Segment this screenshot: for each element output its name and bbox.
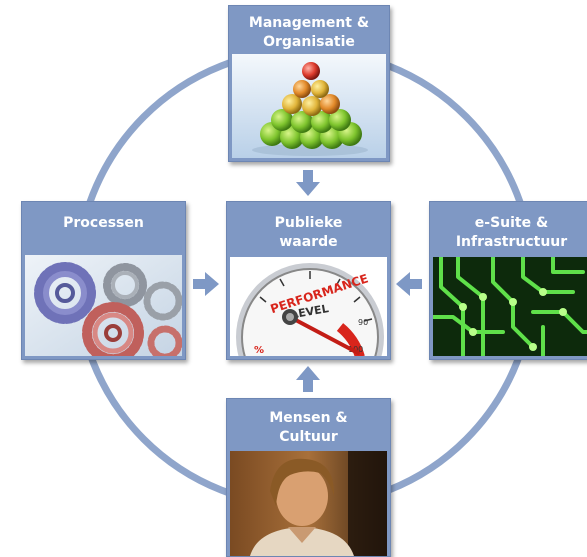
card-processen: Processen: [21, 201, 186, 360]
arrow-right-icon: [193, 272, 219, 296]
card-publieke-waarde: Publieke waarde PERFORMANCE LEVEL 90: [226, 201, 391, 360]
gears-image: [25, 255, 182, 356]
card-processen-title: Processen: [63, 215, 144, 231]
arrow-down-icon: [296, 170, 320, 196]
performance-gauge-image: PERFORMANCE LEVEL 90 100 %: [230, 257, 387, 356]
card-esuite-infrastructuur: e-Suite & Infrastructuur: [429, 201, 587, 360]
card-mensen-title: Mensen & Cultuur: [269, 410, 348, 445]
person-photo-image: [230, 451, 387, 556]
card-management-organisatie: Management & Organisatie: [228, 5, 390, 162]
gauge-level-text: LEVEL: [290, 302, 329, 321]
card-publieke-title: Publieke waarde: [274, 215, 343, 250]
arrow-left-icon: [396, 272, 422, 296]
card-esuite-title: e-Suite & Infrastructuur: [455, 215, 568, 250]
gauge-percent-sign: %: [254, 345, 264, 356]
gauge-tick-90: 90: [358, 318, 368, 327]
circuit-board-image: [433, 257, 587, 356]
arrow-up-icon: [296, 366, 320, 392]
card-mensen-cultuur: Mensen & Cultuur: [226, 398, 391, 557]
pyramid-of-balls-image: [232, 54, 386, 158]
card-management-title: Management & Organisatie: [248, 15, 370, 50]
